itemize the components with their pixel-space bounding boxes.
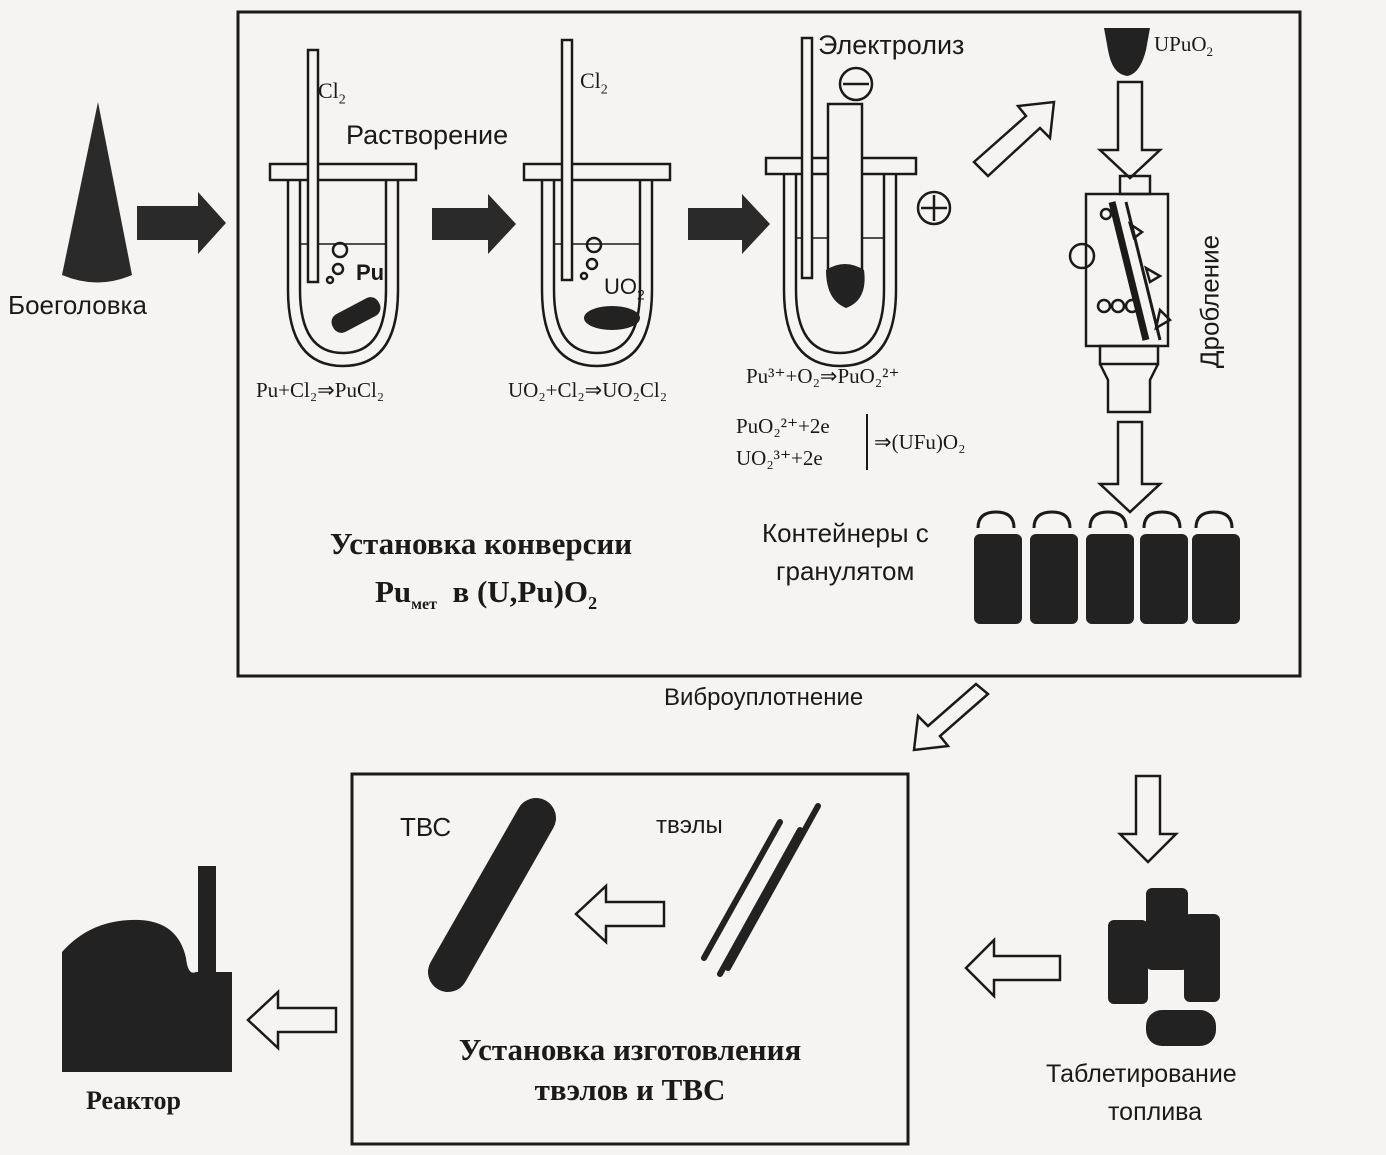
upuo2-hopper: [1104, 28, 1150, 76]
pu-label: Pu: [356, 260, 385, 285]
crushing-label: Дробление: [1194, 234, 1225, 369]
minus-electrode-icon: [838, 66, 874, 102]
pu-ingot: [331, 297, 381, 333]
equation-4a: PuO₂²⁺+2e: [736, 414, 830, 438]
solid-arrow-1: [137, 192, 226, 254]
cl2-label-2: Cl2: [580, 68, 608, 98]
tvs-label: ТВС: [400, 812, 452, 842]
fabrication-box-frame: [350, 772, 910, 1146]
hollow-arrow-down-1: [1096, 80, 1164, 180]
hollow-arrow-left-1: [964, 936, 1062, 1000]
warhead-label: Боеголовка: [8, 290, 147, 320]
granulate-container-icon: [974, 510, 1022, 624]
dissolution-label: Растворение: [346, 120, 509, 150]
hollow-arrow-left-2: [574, 883, 666, 945]
crusher-icon: [1068, 174, 1173, 414]
granulate-container-icon: [1030, 510, 1078, 624]
reactor-label: Реактор: [86, 1086, 181, 1115]
fuel-assembly-icon: [428, 798, 556, 992]
reactor-icon: [62, 866, 232, 1072]
vibro-label: Виброуплотнение: [664, 684, 864, 711]
fuel-pellet-icon: [1108, 888, 1220, 1046]
warhead-cone-icon: [62, 102, 132, 283]
flask-icon: [522, 38, 672, 368]
fuel-rod-icon: [701, 803, 821, 977]
granulate-container-icon: [1140, 510, 1188, 624]
containers-label-line2: гранулятом: [776, 556, 915, 586]
uo2-label: UO2: [604, 274, 645, 303]
conversion-box-frame: [236, 10, 1302, 678]
tvely-label: твэлы: [656, 812, 723, 839]
solid-arrow-2: [432, 194, 516, 254]
hollow-arrow-left-3: [246, 989, 338, 1051]
electrode-deposit: [826, 264, 865, 308]
plus-electrode-icon: [916, 190, 952, 226]
equation-4b: UO₂³⁺+2e: [736, 446, 823, 470]
equation-brace: [866, 414, 868, 470]
hollow-arrow-down-3: [1116, 774, 1180, 864]
upuo2-label: UPuO2: [1154, 32, 1214, 60]
conversion-title-line2: Puмет в (U,Pu)O2: [374, 574, 598, 614]
electrolysis-label: Электролиз: [818, 30, 965, 60]
tableting-label-line2: топлива: [1108, 1098, 1203, 1126]
equation-1: Pu+Cl₂⇒PuCl₂: [256, 378, 385, 402]
hollow-arrow-down-left: [912, 682, 990, 752]
hollow-arrow-up-right: [972, 100, 1056, 178]
flask-icon: [268, 48, 418, 368]
solid-arrow-3: [688, 194, 770, 254]
fabrication-title-line2: твэлов и ТВС: [534, 1072, 726, 1107]
tableting-label-line1: Таблетирование: [1046, 1060, 1237, 1088]
containers-label-line1: Контейнеры с: [762, 518, 929, 548]
equation-4c: ⇒(UFu)O₂: [874, 430, 966, 454]
hollow-arrow-down-2: [1096, 420, 1164, 514]
conversion-title-line1: Установка конверсии: [329, 526, 633, 561]
granulate-container-icon: [1192, 510, 1240, 624]
fabrication-title-line1: Установка изготовления: [458, 1032, 802, 1067]
granulate-containers: [974, 510, 1240, 624]
uo2-lump: [584, 306, 640, 330]
equation-2: UO₂+Cl₂⇒UO₂Cl₂: [508, 378, 668, 402]
cl2-label-1: Cl2: [318, 78, 346, 108]
granulate-container-icon: [1086, 510, 1134, 624]
equation-3: Pu³⁺+O₂⇒PuO₂²⁺: [746, 364, 900, 388]
